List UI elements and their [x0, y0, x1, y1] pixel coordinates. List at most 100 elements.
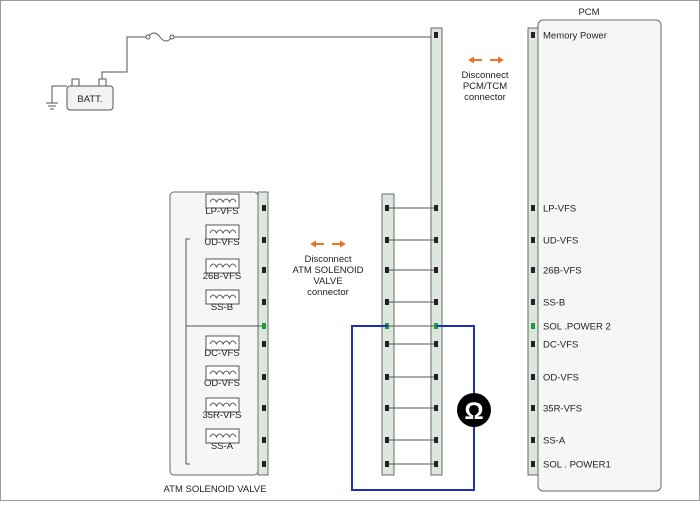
harness-pin-right — [434, 341, 438, 347]
pcm-pin-label: UD-VFS — [543, 236, 578, 247]
coil-label: 35R-VFS — [202, 410, 241, 421]
coil-label: UD-VFS — [204, 237, 239, 248]
arrow-left-head — [310, 240, 316, 248]
coil-label: LP-VFS — [205, 206, 238, 217]
solenoid-note-line2: ATM SOLENOID — [292, 265, 363, 276]
coil-winding-icon — [209, 263, 237, 269]
ohmmeter-test-lead — [351, 325, 475, 491]
coil-label: SS-B — [211, 302, 233, 313]
arrow-right-head — [340, 240, 346, 248]
harness-pin-left — [385, 267, 389, 273]
harness-pin-right — [434, 205, 438, 211]
solenoid-valve-pin — [262, 405, 266, 411]
harness-pin-left — [385, 299, 389, 305]
pcm-title: PCM — [578, 7, 599, 18]
arrow-left-head — [468, 56, 474, 64]
harness-pin-right — [434, 461, 438, 467]
harness-connectors — [381, 27, 443, 476]
pcm-body — [537, 19, 662, 492]
solenoid-note-line4: connector — [307, 287, 349, 298]
pcm-module: PCM Memory PowerLP-VFSUD-VFS26B-VFSSS-BS… — [527, 7, 662, 492]
disconnect-arrows-pcm-icon — [468, 56, 504, 64]
battery-feed-wire — [101, 36, 148, 79]
pcm-pin-label: 35R-VFS — [543, 404, 582, 415]
solenoid-note-line3: VALVE — [313, 276, 342, 287]
harness-pin-right — [434, 374, 438, 380]
coil-winding-icon — [209, 198, 237, 204]
solenoid-valve-pin — [262, 267, 266, 273]
harness-wire-group — [385, 32, 438, 467]
solenoid-valve-pin — [262, 323, 266, 329]
harness-pin-left — [385, 237, 389, 243]
pcm-connector — [527, 27, 539, 476]
atm-solenoid-valve: ATM SOLENOID VALVE LP-VFS UD-VFS 26B-VFS SS… — [164, 191, 269, 495]
pcm-pin — [531, 299, 535, 305]
battery-label: BATT. — [77, 94, 102, 105]
harness-pin-left — [385, 205, 389, 211]
harness-pin-right — [434, 237, 438, 243]
pcm-pin — [531, 341, 535, 347]
harness-pin-left — [385, 341, 389, 347]
pcm-side-harness-connector — [430, 27, 443, 476]
battery-body — [66, 85, 114, 111]
ground-wire — [51, 85, 67, 103]
pcm-pin — [531, 461, 535, 467]
coil-winding-icon — [209, 340, 237, 346]
solenoid-valve-pin — [262, 374, 266, 380]
ohm-symbol: Ω — [464, 398, 483, 425]
harness-pin-right — [434, 299, 438, 305]
disconnect-arrows-solenoid-icon — [310, 240, 346, 248]
fuse-terminal-left — [145, 34, 151, 40]
solenoid-valve-pin — [262, 299, 266, 305]
solenoid-valve-connector — [257, 191, 269, 476]
solenoid-valve-pin — [262, 341, 266, 347]
pcm-pin — [531, 267, 535, 273]
solenoid-valve-pin — [262, 205, 266, 211]
pcm-pin-label: SS-B — [543, 298, 565, 309]
harness-pin-left — [385, 405, 389, 411]
coil-label: DC-VFS — [204, 348, 239, 359]
pcm-pin — [531, 32, 535, 38]
harness-pin-left — [385, 461, 389, 467]
ohmmeter: Ω — [351, 325, 491, 491]
battery-terminal-negative — [71, 78, 80, 87]
battery-circuit: BATT. — [46, 32, 436, 111]
pcm-pin-label: Memory Power — [543, 31, 607, 42]
harness-pin-memory-power — [434, 32, 438, 38]
coil-label: 26B-VFS — [203, 271, 242, 282]
ohmmeter-test-lead-upper — [437, 325, 475, 393]
internal-bus-lower — [185, 326, 190, 465]
solenoid-disconnect-note: Disconnect ATM SOLENOID VALVE connector — [292, 240, 364, 298]
pcm-pin-label: SOL . POWER1 — [543, 460, 611, 471]
harness-pin-left — [385, 437, 389, 443]
pcm-disconnect-note: Disconnect PCM/TCM connector — [462, 56, 509, 103]
pcm-pin — [531, 323, 535, 329]
harness-pin-right — [434, 267, 438, 273]
solenoid-valve-title: ATM SOLENOID VALVE — [164, 484, 267, 495]
pcm-pin-label: SS-A — [543, 436, 566, 447]
harness-pin-right — [434, 437, 438, 443]
solenoid-coil-group: LP-VFS UD-VFS 26B-VFS SS-B DC-VFS OD-VFS 35R-V… — [185, 193, 266, 467]
pcm-note-line1: Disconnect — [462, 70, 509, 81]
pcm-pin — [531, 374, 535, 380]
coil-winding-icon — [209, 294, 237, 300]
coil-winding-icon — [209, 402, 237, 408]
pcm-pin-label: SOL .POWER 2 — [543, 322, 611, 333]
pcm-pin-label: OD-VFS — [543, 373, 579, 384]
coil-label: SS-A — [211, 441, 234, 452]
pcm-note-line2: PCM/TCM — [463, 81, 507, 92]
pcm-pin — [531, 237, 535, 243]
harness-pin-right — [434, 405, 438, 411]
ohmmeter-icon — [457, 393, 491, 427]
pcm-pin — [531, 405, 535, 411]
coil-label: OD-VFS — [204, 378, 240, 389]
harness-pin-right — [434, 323, 438, 329]
solenoid-side-harness-connector — [381, 193, 395, 476]
battery-terminal-positive — [98, 78, 107, 87]
coil-winding-icon — [209, 370, 237, 376]
internal-bus-upper — [185, 238, 190, 326]
coil-winding-icon — [209, 433, 237, 439]
pcm-pin-label: LP-VFS — [543, 204, 576, 215]
